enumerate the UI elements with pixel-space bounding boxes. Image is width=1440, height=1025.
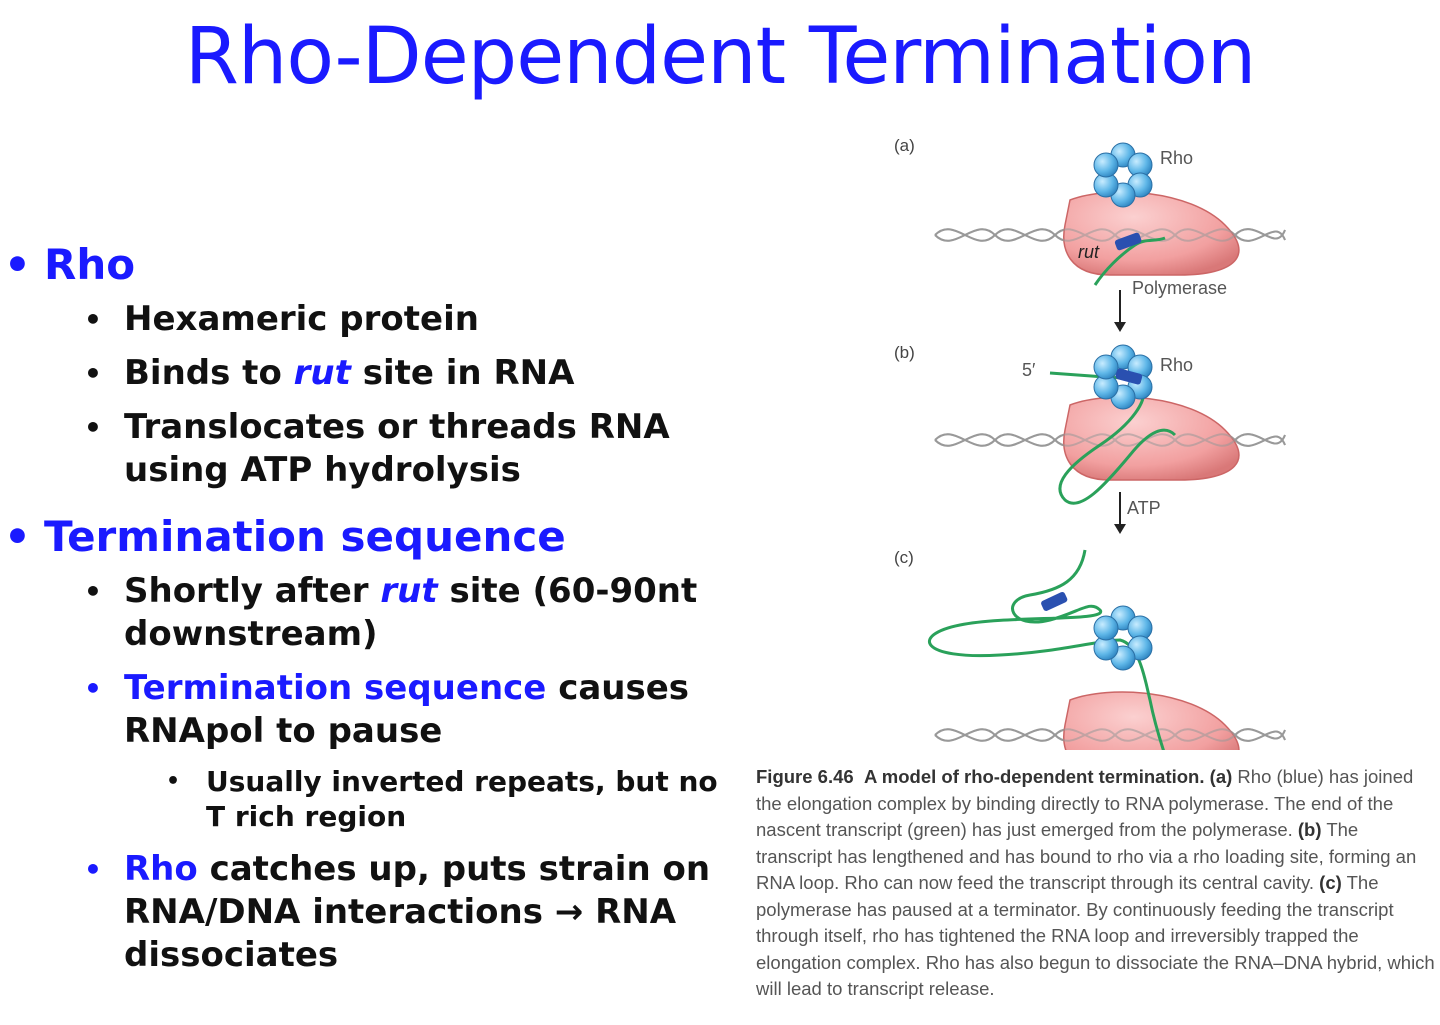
bullet-text-pre: Shortly after — [124, 571, 381, 611]
bullet-rho-catches-up: • Rho catches up, puts strain on RNA/DNA… — [0, 848, 730, 977]
bullet-dot: • — [84, 853, 102, 886]
caption-tag-a: (a) — [1209, 766, 1233, 787]
figure-illustration — [928, 142, 1286, 776]
bullet-rho-heading: Rho — [44, 240, 136, 289]
atp-label: ATP — [1127, 498, 1161, 518]
bullet-dot: • — [84, 303, 102, 336]
bullet-text-rest: catches up, puts strain on RNA/DNA inter… — [124, 849, 711, 975]
bullet-dot: • — [84, 357, 102, 390]
bullet-inverted-repeats-text: Usually inverted repeats, but no T rich … — [206, 765, 718, 833]
bullet-dot: • — [84, 411, 102, 444]
panel-c — [928, 549, 1286, 776]
caption-text-a: Rho (blue) has joined the elongation com… — [756, 766, 1414, 840]
bullet-shortly-after: • Shortly after rut site (60-90nt downst… — [0, 570, 730, 656]
caption-text-c: The polymerase has paused at a terminato… — [756, 872, 1435, 999]
bullet-text-post: site (60-90nt downstream) — [124, 571, 698, 654]
caption-tag-b: (b) — [1297, 819, 1322, 840]
rho-label-b: Rho — [1160, 355, 1194, 375]
bullet-text-post: site in RNA — [350, 353, 575, 393]
panel-a — [934, 142, 1286, 286]
panel-label-a: (a) — [894, 136, 915, 155]
polymerase-label: Polymerase — [1132, 278, 1228, 298]
rut-term: rut — [293, 353, 351, 393]
rut-label: rut — [1078, 242, 1100, 262]
panel-label-c: (c) — [894, 548, 914, 567]
termination-sequence-term: Termination sequence — [124, 668, 547, 708]
bullet-dot: • — [4, 512, 31, 561]
five-prime-label: 5′ — [1022, 360, 1036, 380]
bullet-binds-rut: • Binds to rut site in RNA — [0, 352, 730, 395]
caption-tag-c: (c) — [1319, 872, 1342, 893]
slide-title: Rho-Dependent Termination — [184, 12, 1257, 102]
bullet-translocates-text: Translocates or threads RNA using ATP hy… — [124, 407, 670, 490]
bullet-termination-sequence: • Termination sequence — [0, 510, 730, 564]
bullet-hexameric-text: Hexameric protein — [124, 299, 479, 339]
bullet-list: • Rho • Hexameric protein • Binds to rut… — [0, 238, 730, 988]
panel-label-b: (b) — [894, 343, 915, 362]
bullet-translocates: • Translocates or threads RNA using ATP … — [0, 406, 730, 492]
bullet-termination-pause: • Termination sequence causes RNApol to … — [0, 667, 730, 753]
panel-b — [934, 344, 1286, 505]
caption-text-b: The transcript has lengthened and has bo… — [756, 819, 1417, 893]
bullet-inverted-repeats: • Usually inverted repeats, but no T ric… — [0, 764, 730, 834]
figure-caption: Figure 6.46 A model of rho-dependent ter… — [756, 764, 1436, 1003]
bullet-rho: • Rho — [0, 238, 730, 292]
caption-figure-number: Figure 6.46 — [756, 766, 854, 787]
bullet-text-rest: causes RNApol to pause — [124, 668, 690, 751]
bullet-dot: • — [166, 769, 181, 794]
bullet-dot: • — [84, 575, 102, 608]
bullet-hexameric: • Hexameric protein — [0, 298, 730, 341]
rut-term: rut — [380, 571, 438, 611]
bullet-text-pre: Binds to — [124, 353, 294, 393]
rho-label-a: Rho — [1160, 148, 1194, 168]
bullet-dot: • — [84, 672, 102, 705]
bullet-dot: • — [4, 240, 31, 289]
caption-title: A model of rho-dependent termination. — [863, 766, 1205, 787]
rho-term: Rho — [124, 849, 198, 889]
rho-termination-figure: (a) (b) (c) Rho rut Polymerase 5′ Rho AT… — [880, 130, 1320, 776]
bullet-termination-heading: Termination sequence — [44, 512, 566, 561]
